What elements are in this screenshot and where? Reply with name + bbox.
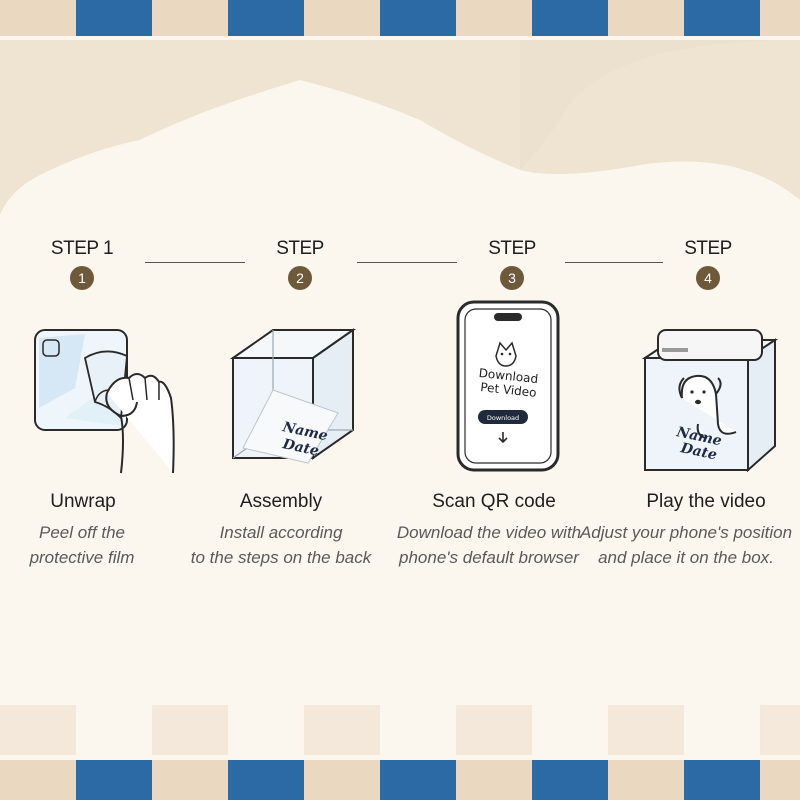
checker-cell [532,760,608,800]
step-1-label: STEP 1 [50,238,114,259]
checker-cell [76,760,152,800]
step-connector-line [145,262,245,263]
step-connector-line [565,262,663,263]
checker-cell [76,705,152,755]
checker-cell [684,0,760,36]
checker-cell [608,705,684,755]
top-checker-border [0,0,800,36]
checker-cell [532,0,608,36]
checker-cell [76,0,152,36]
step-1-header: STEP 1 1 [22,238,142,290]
checker-cell [456,760,532,800]
checker-cell [304,0,380,36]
cube-with-phone-icon: Name Date [641,329,779,473]
checker-cell [608,760,684,800]
step-1-title: Unwrap [50,491,116,512]
dog-icon [495,341,517,367]
checker-cell [760,0,800,36]
checker-cell [760,705,800,755]
checker-cell [228,705,304,755]
step-1-badge: 1 [70,266,94,290]
checker-cell [228,760,304,800]
checker-cell [456,0,532,36]
checker-cell [304,705,380,755]
checker-cell [0,705,76,755]
step-connector-line [357,262,457,263]
checker-cell [380,705,456,755]
step-4-label: STEP [684,238,732,259]
step-4-title: Play the video [646,491,766,512]
step-1-description: Peel off the protective film [29,523,135,567]
checker-cell [608,0,684,36]
checker-cell [684,705,760,755]
phone-download-button [478,410,528,424]
checker-cell [456,705,532,755]
step-3-label: STEP [488,238,536,259]
checker-cell [152,0,228,36]
film-peel-icon [34,329,175,474]
box-date-text: Date [678,440,718,463]
dog-sketch [680,374,737,439]
phone-download-button-label: Download [487,414,519,422]
step-3-badge: 3 [500,266,524,290]
checker-cell [228,0,304,36]
smartphone-icon: Download Pet Video Download [456,300,560,472]
phone-on-box [657,329,763,361]
acrylic-cube-icon: Name Date [229,328,357,464]
step-3-header: STEP 3 [452,238,572,290]
faint-checker-band [0,705,800,755]
step-2-label: STEP [276,238,324,259]
step-2-header: STEP 2 [240,238,360,290]
arrow-down-icon [498,432,508,444]
phone-download-text: Download [478,366,539,386]
bottom-checker-border [0,760,800,800]
step-2-description: Install according to the steps on the ba… [190,523,372,567]
step-2-badge: 2 [288,266,312,290]
step-3-title: Scan QR code [432,491,556,512]
checker-cell [0,760,76,800]
step-4-badge: 4 [696,266,720,290]
step-4-header: STEP 4 [648,238,768,290]
checker-cell [760,760,800,800]
header-wave-background [0,40,800,215]
checker-cell [532,705,608,755]
phone-pet-video-text: Pet Video [480,380,537,400]
step-2-title: Assembly [239,491,323,512]
checker-cell [380,0,456,36]
checker-cell [152,705,228,755]
checker-cell [152,760,228,800]
checker-cell [304,760,380,800]
checker-cell [380,760,456,800]
step-3-description: Download the video with phone's default … [396,523,582,567]
checker-cell [684,760,760,800]
checker-cell [0,0,76,36]
step-4-description: Adjust your phone's position and place i… [579,523,793,567]
cube-date-text: Date [280,436,320,459]
